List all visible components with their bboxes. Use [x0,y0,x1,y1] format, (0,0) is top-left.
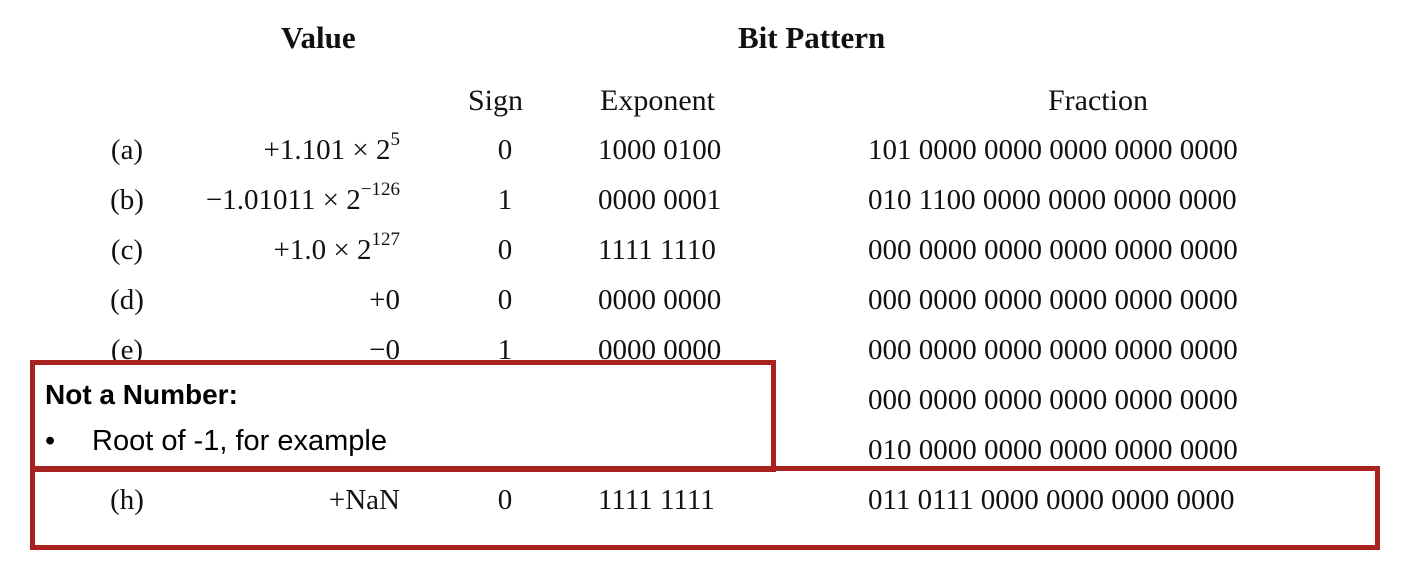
row-label: (c) [110,234,144,266]
row-exponent: 1111 1111 [598,484,715,516]
bullet-icon: • [45,425,56,457]
row-fraction: 000 0000 0000 0000 0000 0000 [868,284,1238,316]
row-label: (a) [110,134,144,166]
row-value: +0 [140,284,400,317]
callout-title: Not a Number: [45,379,238,410]
row-exponent: 1111 1110 [598,234,716,266]
row-label: (b) [110,184,144,216]
value-mantissa: +1.0 × 2 [273,234,372,266]
value-mantissa: +0 [369,284,400,316]
row-sign: 1 [497,334,513,366]
value-exponent: 5 [390,129,401,150]
callout-bullet-text: Root of -1, for example [92,425,387,457]
row-exponent: 1000 0100 [598,134,722,166]
row-fraction: 011 0111 0000 0000 0000 0000 [868,484,1235,516]
row-sign: 1 [497,184,513,216]
row-label: (d) [110,284,144,316]
row-sign: 0 [497,284,513,316]
header-sign: Sign [468,84,524,117]
row-value: +NaN [140,484,400,517]
row-fraction: 000 0000 0000 0000 0000 0000 [868,334,1238,366]
value-mantissa: +NaN [328,484,400,516]
row-fraction: 000 0000 0000 0000 0000 0000 [868,234,1238,266]
header-exponent: Exponent [600,84,715,117]
value-exponent: 127 [371,229,401,250]
row-sign: 0 [497,484,513,516]
value-exponent: −126 [360,179,400,200]
row-sign: 0 [497,234,513,266]
row-fraction: 010 1100 0000 0000 0000 0000 [868,184,1237,216]
value-mantissa: +1.101 × 2 [263,134,391,166]
header-fraction: Fraction [1048,84,1148,117]
nan-callout-box: Not a Number: • Root of -1, for example [30,360,776,472]
header-bit-pattern: Bit Pattern [738,20,886,55]
row-sign: 0 [497,134,513,166]
row-fraction: 010 0000 0000 0000 0000 0000 [868,434,1238,466]
header-value: Value [281,20,356,55]
row-fraction: 000 0000 0000 0000 0000 0000 [868,384,1238,416]
row-exponent: 0000 0000 [598,284,722,316]
row-label: (h) [110,484,144,516]
row-value: +1.101 × 25 [140,130,400,167]
row-exponent: 0000 0001 [598,184,722,216]
row-fraction: 101 0000 0000 0000 0000 0000 [868,134,1238,166]
callout-bullet-item: • Root of -1, for example [45,425,387,458]
row-value: −1.01011 × 2−126 [140,180,400,217]
value-mantissa: −1.01011 × 2 [205,184,361,216]
row-value: +1.0 × 2127 [140,230,400,267]
